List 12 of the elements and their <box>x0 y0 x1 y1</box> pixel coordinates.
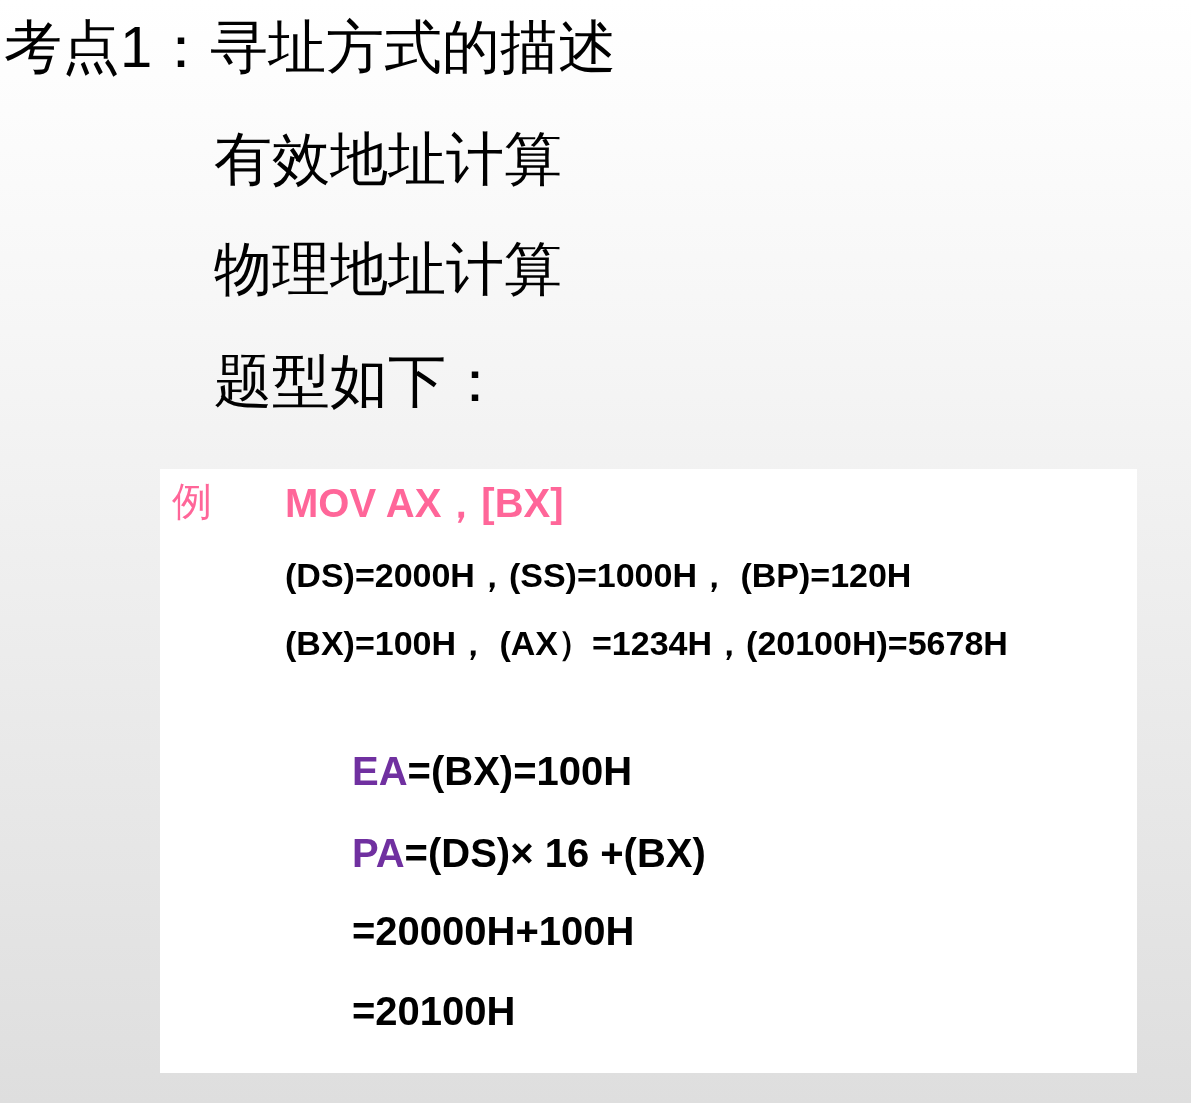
given-values: (BX)=100H， (AX）=1234H，(20100H)=5678H <box>285 624 1008 664</box>
formula-text: EA=(BX)=100H <box>352 748 633 794</box>
heading: 物理地址计算 <box>214 236 562 303</box>
example-marker: 例 <box>172 478 212 524</box>
given-values: (DS)=2000H，(SS)=1000H， (BP)=120H <box>285 556 912 596</box>
formula-text: =20000H+100H <box>352 908 635 954</box>
formula-text: PA=(DS)× 16 +(BX) <box>352 830 706 876</box>
slide-title: 考点1：寻址方式的描述 <box>4 14 617 81</box>
heading: 有效地址计算 <box>214 126 562 193</box>
formula-text: =20100H <box>352 988 516 1034</box>
heading: 题型如下： <box>214 348 504 415</box>
instruction-text: MOV AX，[BX] <box>285 480 564 526</box>
